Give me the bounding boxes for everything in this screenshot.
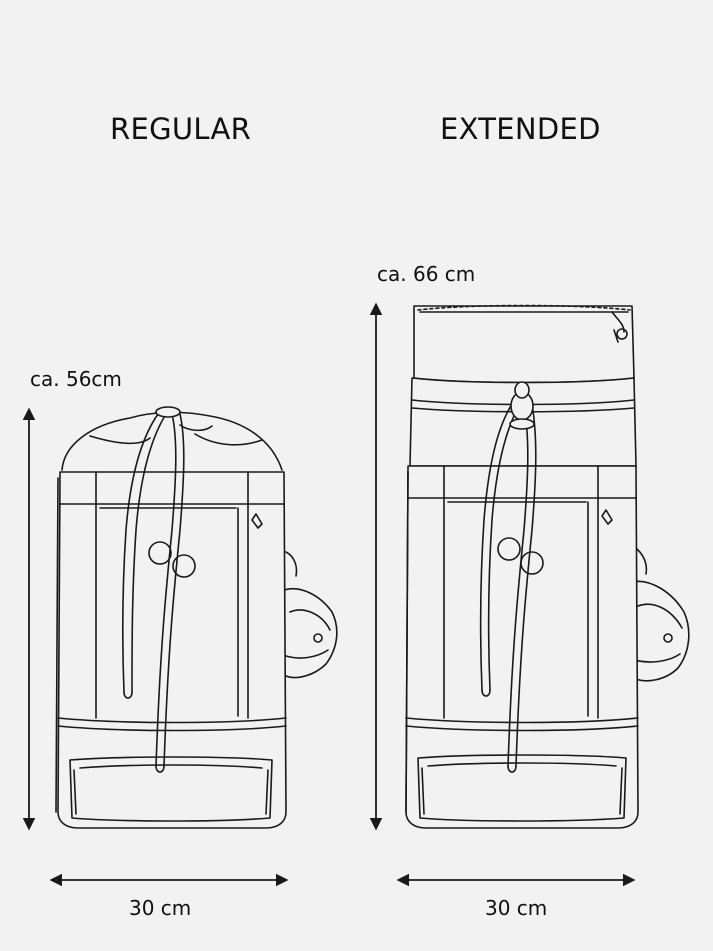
extended-height-label: ca. 66 cm bbox=[377, 262, 476, 286]
regular-width-label: 30 cm bbox=[129, 896, 192, 920]
extended-backpack-drawing bbox=[405, 304, 690, 829]
extended-width-label: 30 cm bbox=[485, 896, 548, 920]
regular-backpack-drawing bbox=[55, 406, 338, 829]
regular-title: REGULAR bbox=[110, 112, 252, 146]
extended-title: EXTENDED bbox=[440, 112, 601, 146]
regular-height-label: ca. 56cm bbox=[30, 367, 122, 391]
